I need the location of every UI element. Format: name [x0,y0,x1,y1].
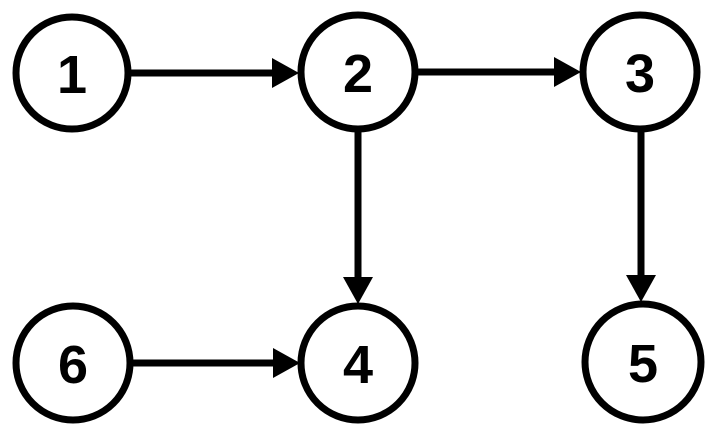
nodes-layer: 1 2 3 4 5 6 [12,11,705,424]
node-label: 6 [58,335,88,395]
graph-edge-2-to-4[interactable] [343,130,373,304]
node-label: 3 [625,44,655,104]
graph-node-2[interactable]: 2 [297,11,419,133]
arrowhead-icon [343,277,373,304]
node-circle [297,11,419,133]
node-circle [581,300,705,424]
arrowhead-icon [273,348,300,378]
edges-layer [130,57,656,378]
graph-edge-6-to-4[interactable] [131,348,300,378]
arrowhead-icon [554,57,581,87]
graph-node-5[interactable]: 5 [581,300,705,424]
node-circle [579,11,701,133]
node-circle [12,302,134,424]
graph-node-4[interactable]: 4 [297,302,419,424]
node-label: 4 [343,335,373,395]
arrowhead-icon [272,58,299,88]
graph-edge-2-to-3[interactable] [417,57,581,87]
arrowhead-icon [626,275,656,302]
node-circle [297,302,419,424]
node-label: 2 [343,44,373,104]
graph-node-3[interactable]: 3 [579,11,701,133]
graph-node-1[interactable]: 1 [12,13,132,133]
node-label: 5 [628,334,658,394]
graph-node-6[interactable]: 6 [12,302,134,424]
node-label: 1 [57,45,87,105]
graph-edge-1-to-2[interactable] [130,58,299,88]
graph-edge-3-to-5[interactable] [626,130,656,302]
node-circle [12,13,132,133]
